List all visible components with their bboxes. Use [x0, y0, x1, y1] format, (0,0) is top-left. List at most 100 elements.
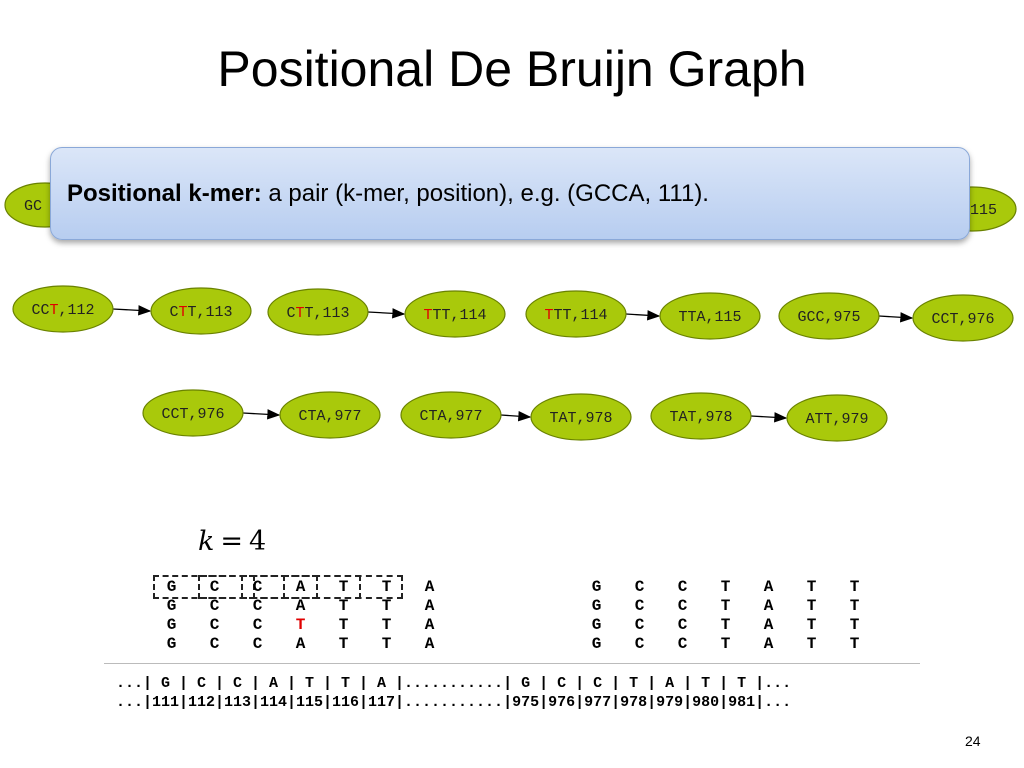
base-cell: T: [295, 616, 306, 634]
base-cell: G: [166, 635, 177, 653]
target-node-label: TTA,115: [678, 309, 741, 326]
base-cell: C: [209, 578, 220, 596]
base-cell: T: [338, 616, 349, 634]
source-node-shape: [525, 290, 627, 338]
edge-arrow: [750, 412, 788, 423]
base-cell: C: [252, 578, 263, 596]
target-node-label: CCT,976: [931, 311, 994, 328]
target-node-shape: [786, 394, 888, 442]
base-cell: T: [849, 635, 860, 653]
target-node: CTA,977: [279, 391, 381, 439]
base-cell: A: [763, 597, 774, 615]
base-cell: C: [634, 635, 645, 653]
base-cell: G: [591, 597, 602, 615]
target-node: TTA,115: [659, 292, 761, 340]
source-node-label: CCT,112: [31, 302, 94, 319]
edge-arrow: [625, 310, 661, 321]
base-cell: A: [424, 578, 435, 596]
base-cell: T: [338, 597, 349, 615]
edge-arrow: [878, 312, 914, 323]
target-node: TTT,114: [404, 290, 506, 338]
edge-arrow: [112, 305, 152, 316]
base-cell: T: [381, 597, 392, 615]
base-cell: T: [338, 635, 349, 653]
edge-1: CCT,112 CTT,113: [12, 285, 252, 335]
source-node: TTT,114: [525, 290, 627, 338]
target-node-shape: [279, 391, 381, 439]
source-node-label: TTT,114: [544, 307, 607, 324]
source-node: CTA,977: [400, 391, 502, 439]
base-cell: T: [720, 635, 731, 653]
base-cell: G: [166, 616, 177, 634]
base-cell: T: [720, 597, 731, 615]
base-cell: T: [338, 578, 349, 596]
source-node-shape: [400, 391, 502, 439]
target-node-shape: [530, 393, 632, 441]
target-node: CCT,976: [912, 294, 1014, 342]
k-variable: k: [198, 526, 215, 557]
reference-positions: ...|111|112|113|114|115|116|117|........…: [116, 694, 792, 711]
edge-arrow: [367, 308, 406, 319]
source-node-shape: [650, 392, 752, 440]
base-cell: C: [677, 597, 688, 615]
base-cell: T: [720, 616, 731, 634]
base-cell: C: [209, 597, 220, 615]
base-cell: T: [806, 597, 817, 615]
target-node-shape: [659, 292, 761, 340]
source-node-label: TAT,978: [669, 409, 732, 426]
base-cell: G: [166, 597, 177, 615]
target-node-shape: [912, 294, 1014, 342]
target-node-label: TAT,978: [549, 410, 612, 427]
source-node-shape: [142, 389, 244, 437]
edge-arrow: [500, 411, 532, 422]
base-cell: C: [252, 635, 263, 653]
base-cell: T: [381, 635, 392, 653]
k-equals-sign: =: [220, 526, 243, 557]
target-node-shape: [404, 290, 506, 338]
source-node-label: CCT,976: [161, 406, 224, 423]
target-node-label: TTT,114: [423, 307, 486, 324]
source-node: CTT,113: [267, 288, 369, 336]
hidden-node-left-label: GC: [24, 198, 42, 215]
base-cell: T: [806, 578, 817, 596]
base-cell: T: [720, 578, 731, 596]
page-number: 24: [965, 733, 981, 749]
kmer-window-4: [283, 575, 403, 599]
target-node-label: CTT,113: [169, 304, 232, 321]
source-node-label: GCC,975: [797, 309, 860, 326]
base-cell: A: [295, 635, 306, 653]
base-cell: C: [209, 616, 220, 634]
base-cell: C: [634, 578, 645, 596]
base-cell: T: [381, 616, 392, 634]
source-node-shape: [778, 292, 880, 340]
source-node: GCC,975: [778, 292, 880, 340]
k-equals-label: k=4: [198, 526, 266, 557]
base-cell: C: [677, 616, 688, 634]
base-cell: G: [591, 578, 602, 596]
base-cell: T: [849, 616, 860, 634]
base-cell: A: [424, 597, 435, 615]
base-cell: C: [252, 597, 263, 615]
base-cell: A: [424, 635, 435, 653]
edge-4: GCC,975 CCT,976: [778, 292, 1014, 342]
base-cell: T: [806, 635, 817, 653]
base-cell: C: [634, 597, 645, 615]
base-cell: T: [381, 578, 392, 596]
source-node-shape: [12, 285, 114, 333]
definition-term: Positional k-mer:: [67, 180, 262, 207]
base-cell: A: [295, 578, 306, 596]
source-node: TAT,978: [650, 392, 752, 440]
target-node-label: ATT,979: [805, 411, 868, 428]
base-cell: G: [591, 635, 602, 653]
target-node-shape: [150, 287, 252, 335]
target-node: ATT,979: [786, 394, 888, 442]
definition-body: a pair (k-mer, position), e.g. (GCCA, 11…: [261, 180, 709, 207]
base-cell: A: [295, 597, 306, 615]
edge-5: CCT,976 CTA,977: [142, 389, 381, 439]
